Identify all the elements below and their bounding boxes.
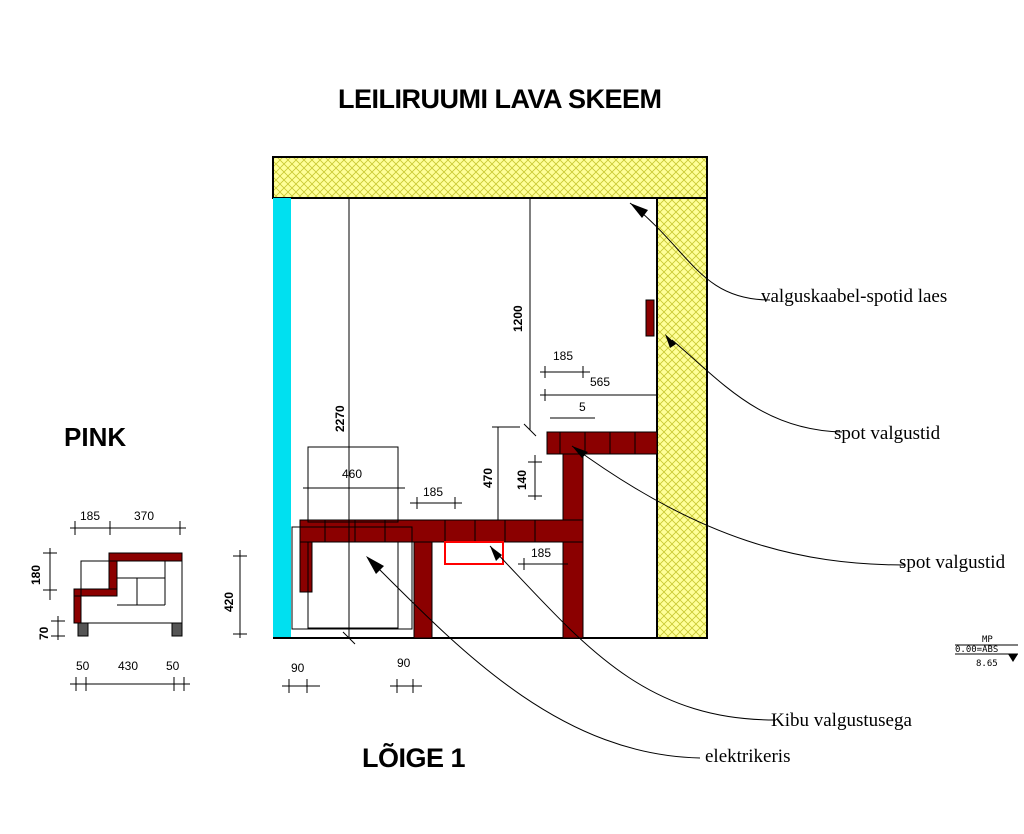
dim-185-under: 185 (531, 546, 551, 560)
callout-spot-lights-2: spot valgustid (899, 552, 1006, 573)
dim-185-top: 185 (553, 349, 573, 363)
dim-90-left: 90 (291, 661, 305, 675)
wall-spot-light (645, 299, 655, 337)
leader-lines (371, 202, 906, 759)
dim-565: 565 (590, 375, 610, 389)
pink-dimension-lines (43, 521, 190, 691)
pink-dim-50-right: 50 (166, 659, 180, 673)
callout-heater: elektrikeris (705, 746, 791, 767)
right-wall-insulation (656, 197, 708, 639)
dim-5: 5 (579, 400, 586, 414)
level-stamp: MP 0.00=ABS 8.65 (955, 635, 1018, 669)
pink-dim-370: 370 (134, 509, 154, 523)
dim-185-step: 185 (423, 485, 443, 499)
section-title: LÕIGE 1 (362, 743, 466, 773)
pink-dim-70: 70 (37, 626, 51, 640)
dim-90-right: 90 (397, 656, 411, 670)
dim-460: 460 (342, 467, 362, 481)
callout-spot-lights-1: spot valgustid (834, 423, 941, 444)
dim-1200: 1200 (511, 305, 525, 332)
dim-140: 140 (515, 470, 529, 490)
stamp-abs: 0.00=ABS (955, 645, 998, 655)
pink-dim-430: 430 (118, 659, 138, 673)
pink-dim-180: 180 (29, 565, 43, 585)
main-title: LEILIRUUMI LAVA SKEEM (338, 84, 662, 114)
kibu-box (444, 541, 504, 565)
leader-arrows (366, 203, 676, 574)
dim-2270: 2270 (333, 405, 347, 432)
pink-dim-50-left: 50 (76, 659, 90, 673)
dim-470: 470 (481, 468, 495, 488)
ceiling-insulation (272, 156, 708, 199)
pink-dim-185: 185 (80, 509, 100, 523)
bench-title: PINK (64, 422, 127, 452)
dimension-lines (233, 198, 657, 693)
stamp-mp: MP (982, 635, 993, 645)
left-wall-foil (273, 198, 291, 638)
callout-ceiling-cable: valguskaabel-spotid laes (761, 286, 948, 307)
dim-420: 420 (222, 592, 236, 612)
stamp-level: 8.65 (976, 659, 998, 669)
pink-bench-drawing (73, 552, 183, 637)
callout-kibu: Kibu valgustusega (771, 710, 912, 731)
lower-bench (299, 519, 584, 639)
